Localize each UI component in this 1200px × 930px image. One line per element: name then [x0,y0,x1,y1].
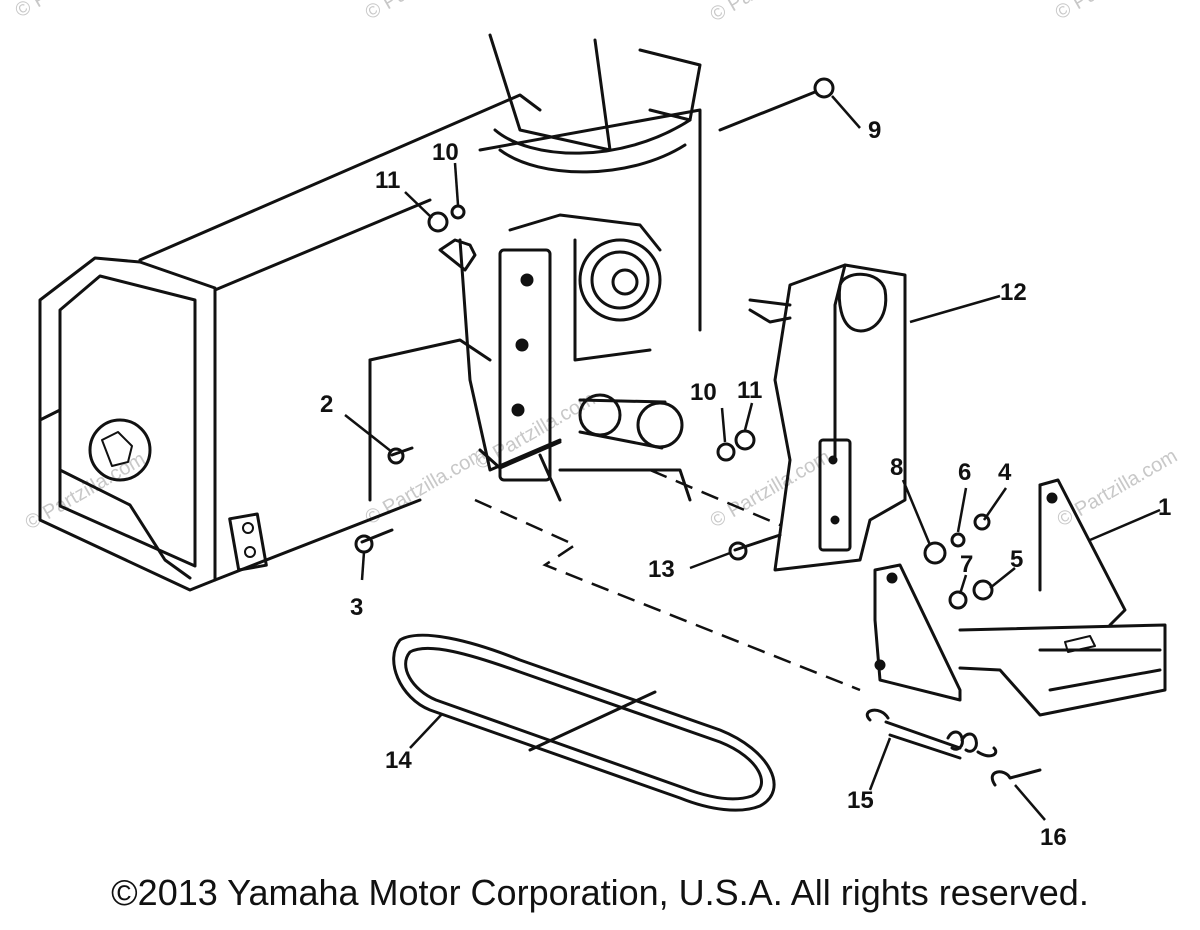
hitch-bracket [873,478,1167,717]
watermark: © Partzilla.com [707,0,835,26]
callout-2: 2 [320,391,333,418]
watermark: © Partzilla.com [12,0,140,22]
callout-10b: 10 [690,379,717,406]
callout-11b: 11 [737,377,762,404]
callout-14: 14 [385,747,412,774]
discharge-chute [478,33,702,332]
callout-9: 9 [868,117,881,144]
callout-8: 8 [890,454,903,481]
leader-lines [344,95,1161,821]
v-belt [392,633,776,812]
callout-1: 1 [1158,494,1171,521]
spring-and-pin [865,708,1042,787]
callout-4: 4 [998,459,1012,486]
callout-5: 5 [1010,546,1023,573]
copyright-notice: ©2013 Yamaha Motor Corporation, U.S.A. A… [111,872,1089,913]
mounting-outline [474,468,861,692]
callout-13: 13 [648,556,675,583]
pulley-assembly [438,213,692,502]
fasteners [354,77,994,610]
belt-cover [748,263,907,572]
callout-7: 7 [960,551,973,578]
callouts: 1 2 3 4 5 6 7 8 9 10 11 10 11 12 13 14 1… [320,117,1171,851]
callout-16: 16 [1040,824,1067,851]
callout-15: 15 [847,787,874,814]
callout-11a: 11 [375,167,400,194]
watermark: © Partzilla.com [362,0,490,24]
callout-3: 3 [350,594,363,621]
callout-6: 6 [958,459,971,486]
callout-12: 12 [1000,279,1027,306]
auger-housing [38,93,542,592]
callout-10a: 10 [432,139,459,166]
watermark: © Partzilla.com [1052,0,1180,24]
